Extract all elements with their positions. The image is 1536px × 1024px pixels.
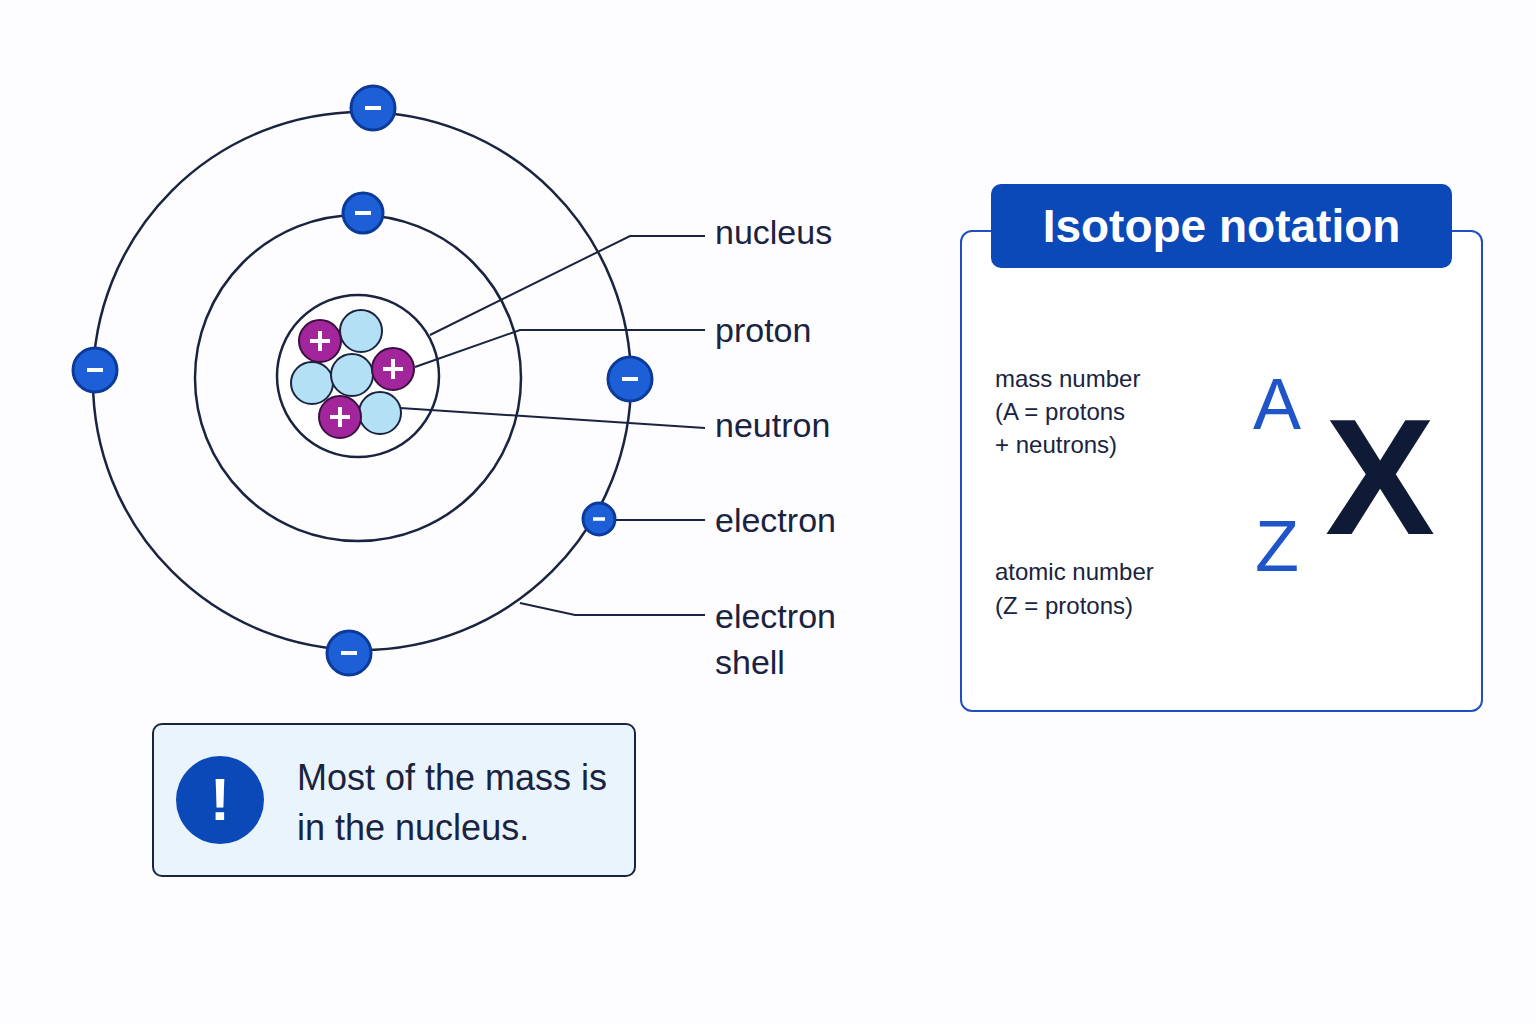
electron-circle <box>343 193 383 233</box>
minus-sign <box>365 106 381 110</box>
proton-symbol <box>319 396 361 438</box>
electron-circle <box>583 503 615 535</box>
part-label: proton <box>715 310 811 350</box>
notation-symbol: A <box>1253 364 1301 444</box>
neutron-circle <box>340 310 382 352</box>
nucleus-circle <box>277 295 439 457</box>
minus-sign <box>341 651 357 655</box>
element-symbol: X <box>1325 395 1435 560</box>
plus-sign <box>310 331 330 351</box>
leader-line <box>430 236 705 335</box>
proton-symbol <box>299 320 341 362</box>
notation-note: mass number (A = protons + neutrons) <box>995 362 1145 461</box>
electron-symbol <box>583 503 615 535</box>
minus-sign <box>593 517 605 521</box>
proton-circle <box>299 320 341 362</box>
electron-symbol <box>327 631 371 675</box>
leader-line <box>520 603 705 615</box>
panel-heading: Isotope notation <box>991 184 1452 268</box>
electron-circle <box>327 631 371 675</box>
alert-mark: ! <box>176 756 264 844</box>
part-label: neutron <box>715 405 830 445</box>
neutron-circle <box>291 362 333 404</box>
callout-text: Most of the mass is in the nucleus. <box>297 753 617 853</box>
callout-box: Most of the mass is in the nucleus.! <box>152 723 636 877</box>
electron-circle <box>608 357 652 401</box>
notation-symbol: Z <box>1255 506 1299 586</box>
part-label: electron <box>715 500 836 540</box>
part-label: nucleus <box>715 212 832 252</box>
electron-symbol <box>73 348 117 392</box>
leader-line <box>400 408 705 428</box>
part-label: electron shell <box>715 593 875 685</box>
inner-shell <box>195 215 521 541</box>
leader-line <box>415 330 705 367</box>
neutron-circle <box>359 392 401 434</box>
minus-sign <box>622 377 638 381</box>
outer-shell <box>93 112 631 650</box>
electron-symbol <box>343 193 383 233</box>
alert-icon: ! <box>176 756 264 844</box>
minus-sign <box>87 368 103 372</box>
electron-circle <box>73 348 117 392</box>
electron-symbol <box>351 86 395 130</box>
minus-sign <box>355 211 371 215</box>
leader-line <box>615 519 705 521</box>
neutron-circle <box>331 354 373 396</box>
proton-circle <box>372 348 414 390</box>
electron-symbol <box>608 357 652 401</box>
proton-circle <box>319 396 361 438</box>
proton-symbol <box>372 348 414 390</box>
plus-sign <box>383 359 403 379</box>
notation-note: atomic number (Z = protons) <box>995 555 1170 623</box>
electron-circle <box>351 86 395 130</box>
plus-sign <box>330 407 350 427</box>
